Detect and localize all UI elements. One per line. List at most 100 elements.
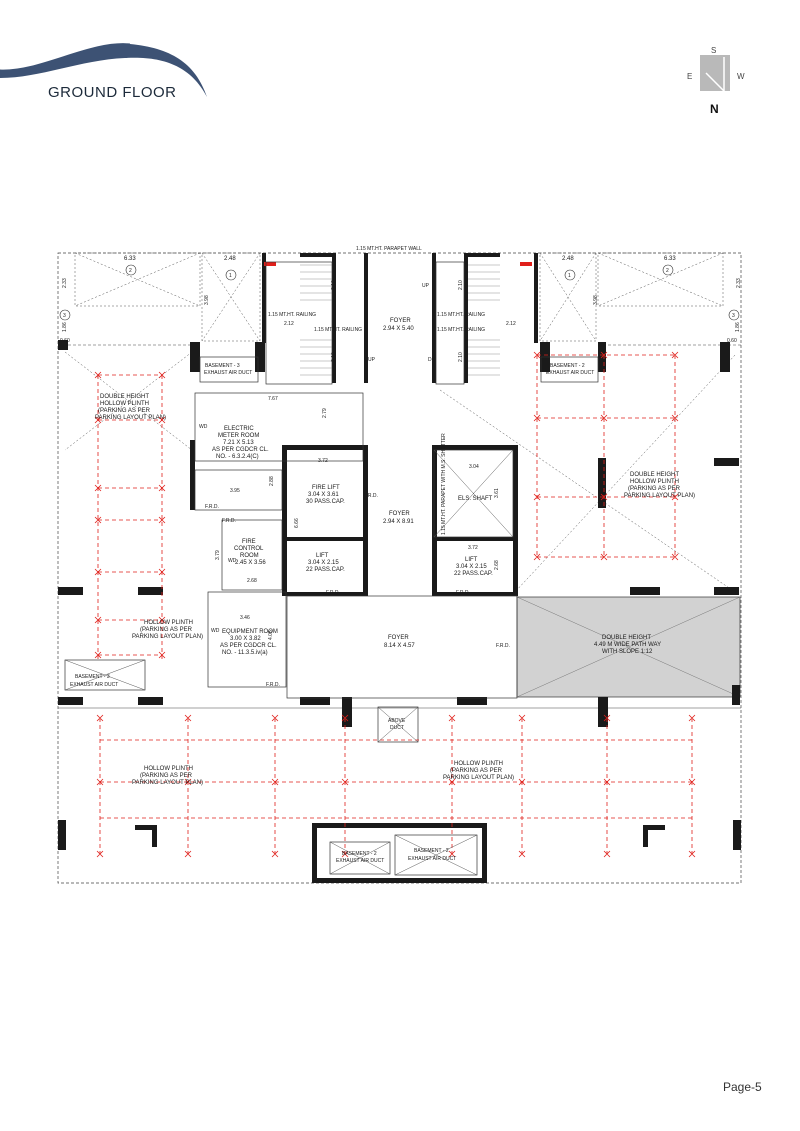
railing-label: 1.15 MT.HT. RAILING — [437, 312, 485, 318]
hollow-plinth-label: PARKING LAYOUT PLAN) — [132, 634, 203, 640]
dim-label: 3.72 — [468, 545, 478, 551]
frd-label: F.R.D. — [496, 643, 510, 649]
fire-control-label: FIRE — [242, 539, 256, 545]
compass-west-label: W — [737, 72, 745, 81]
dim-label: 2.48 — [224, 256, 236, 262]
open-area-top-right — [597, 252, 724, 307]
foyer-mid-label: FOYER — [389, 511, 410, 517]
electric-room-label: ELECTRIC — [224, 426, 254, 432]
double-height-label: (PARKING AS PER — [628, 486, 681, 492]
dim-label: 6.33 — [664, 256, 676, 262]
lift-left-label: 22 PASS.CAP. — [306, 567, 345, 573]
basement1-label: BASEMENT - 2 — [414, 848, 449, 854]
dim-label: 3.61 — [494, 488, 500, 498]
hollow-plinth-label: HOLLOW PLINTH — [454, 761, 503, 767]
exhaust-label: EXHAUST AIR DUCT — [204, 370, 252, 376]
foyer-bottom-label: FOYER — [388, 635, 409, 641]
compass-rose: S E W N — [683, 44, 753, 124]
dim-label: 2.68 — [494, 560, 500, 570]
basement3-label: BASEMENT - 3 — [205, 363, 240, 369]
dim-label: 7.67 — [268, 396, 278, 402]
double-height-label: PARKING LAYOUT PLAN) — [95, 415, 166, 421]
wd-label: WD — [228, 558, 237, 564]
lift-right-label: LIFT — [465, 557, 478, 563]
lift-left-label: LIFT — [316, 553, 329, 559]
equipment-room-label: NO. - 11.3.5.iv(a) — [222, 650, 268, 656]
duct-crosses — [64, 449, 514, 876]
above-duct-label: DUCT — [390, 725, 404, 731]
railing-label: 1.15 MT.HT. RAILING — [268, 312, 316, 318]
structural-walls — [58, 253, 741, 883]
lift-right-label: 3.04 X 2.15 — [456, 564, 487, 570]
basement2-label: BASEMENT - 2 — [550, 363, 585, 369]
compass-east-label: E — [687, 72, 693, 81]
electric-room-label: METER ROOM — [218, 433, 259, 439]
equipment-room-label: EQUIPMENT ROOM — [222, 629, 278, 635]
dim-label: 2.33 — [62, 278, 68, 288]
dim-label: 3.79 — [215, 550, 221, 560]
marker-label: 3 — [732, 313, 735, 319]
exhaust-label: EXHAUST AIR DUCT — [336, 858, 384, 864]
els-shaft-label: ELS. SHAFT — [458, 496, 493, 502]
dim-label: 1.86 — [735, 322, 741, 332]
electric-room-label: NO. - 6.3.2.4(C) — [216, 454, 259, 460]
lift-left-label: 3.04 X 2.15 — [308, 560, 339, 566]
compass-south-label: S — [711, 46, 717, 55]
railing-label: 1.15 MT.HT. RAILING — [314, 327, 362, 333]
double-height-label: DOUBLE HEIGHT — [100, 394, 149, 400]
basement3-label: BASEMENT - 3 — [75, 674, 110, 680]
basement2-label: BASEMENT - 2 — [342, 851, 377, 857]
header-swoosh-graphic — [0, 43, 207, 97]
frd-label: F.R.D. — [222, 518, 236, 524]
dim-label: 0.60 — [727, 338, 737, 344]
frd-label: F.R.D. — [205, 504, 219, 510]
dim-label: 2.48 — [562, 256, 574, 262]
dim-label: 2.10 — [331, 280, 337, 290]
fire-control-label: ROOM — [240, 553, 259, 559]
double-height-label: HOLLOW PLINTH — [630, 479, 679, 485]
dim-label: 2.12 — [506, 321, 516, 327]
hollow-plinth-label: (PARKING AS PER — [140, 627, 193, 633]
electric-room-label: AS PER CGDCR CL. — [212, 447, 269, 453]
shutter-label: 1.15 MT.HT. PARAPET WITH M.S. SHUTTER — [441, 433, 447, 535]
open-area-top-left — [74, 252, 201, 307]
double-height-label: HOLLOW PLINTH — [100, 401, 149, 407]
down-label: DN — [428, 357, 436, 363]
dim-label: 2.12 — [284, 321, 294, 327]
above-duct-label: ABOVE — [388, 718, 406, 724]
dim-label: 3.95 — [230, 488, 240, 494]
marker-label: 1 — [229, 273, 232, 279]
fire-control-label: 2.45 X 3.56 — [235, 560, 266, 566]
fire-lift-label: 3.04 X 3.61 — [308, 492, 339, 498]
frd-label: F.R.D. — [364, 493, 378, 499]
ramp-label: WITH SLOPE 1:12 — [602, 649, 653, 655]
frd-label: F.R.D. — [326, 590, 340, 596]
electric-room-label: 7.21 X 5.13 — [223, 440, 254, 446]
dim-label: 1.86 — [62, 322, 68, 332]
hollow-plinth-label: HOLLOW PLINTH — [144, 766, 193, 772]
equipment-room-label: AS PER CGDCR CL. — [220, 643, 277, 649]
lift-right-label: 22 PASS.CAP. — [454, 571, 493, 577]
hollow-plinth-label: PARKING LAYOUT PLAN) — [443, 775, 514, 781]
railing-label: 1.15 MT.HT. RAILING — [437, 327, 485, 333]
frd-label: F.R.D. — [456, 590, 470, 596]
page-title: GROUND FLOOR — [48, 84, 177, 101]
wd-label: WD — [199, 424, 208, 430]
dim-label: 3.72 — [318, 458, 328, 464]
parking-grid — [97, 354, 693, 855]
ramp-label: 4.49 M WIDE PATH WAY — [594, 642, 661, 648]
double-height-label: PARKING LAYOUT PLAN) — [624, 493, 695, 499]
dim-label: 2.88 — [269, 476, 275, 486]
hollow-plinth-label: (PARKING AS PER — [140, 773, 193, 779]
ramp-label: DOUBLE HEIGHT — [602, 635, 651, 641]
fire-lift-label: 30 PASS.CAP. — [306, 499, 345, 505]
up-label: UP — [422, 283, 430, 289]
foyer-bottom-dim: 8.14 X 4.57 — [384, 643, 415, 649]
hollow-plinth-label: PARKING LAYOUT PLAN) — [132, 780, 203, 786]
page-number: Page-5 — [723, 1080, 762, 1094]
marker-label: 2 — [666, 268, 669, 274]
room-outlines — [64, 261, 599, 876]
compass-square — [700, 55, 730, 91]
dim-label: 6.33 — [124, 256, 136, 262]
